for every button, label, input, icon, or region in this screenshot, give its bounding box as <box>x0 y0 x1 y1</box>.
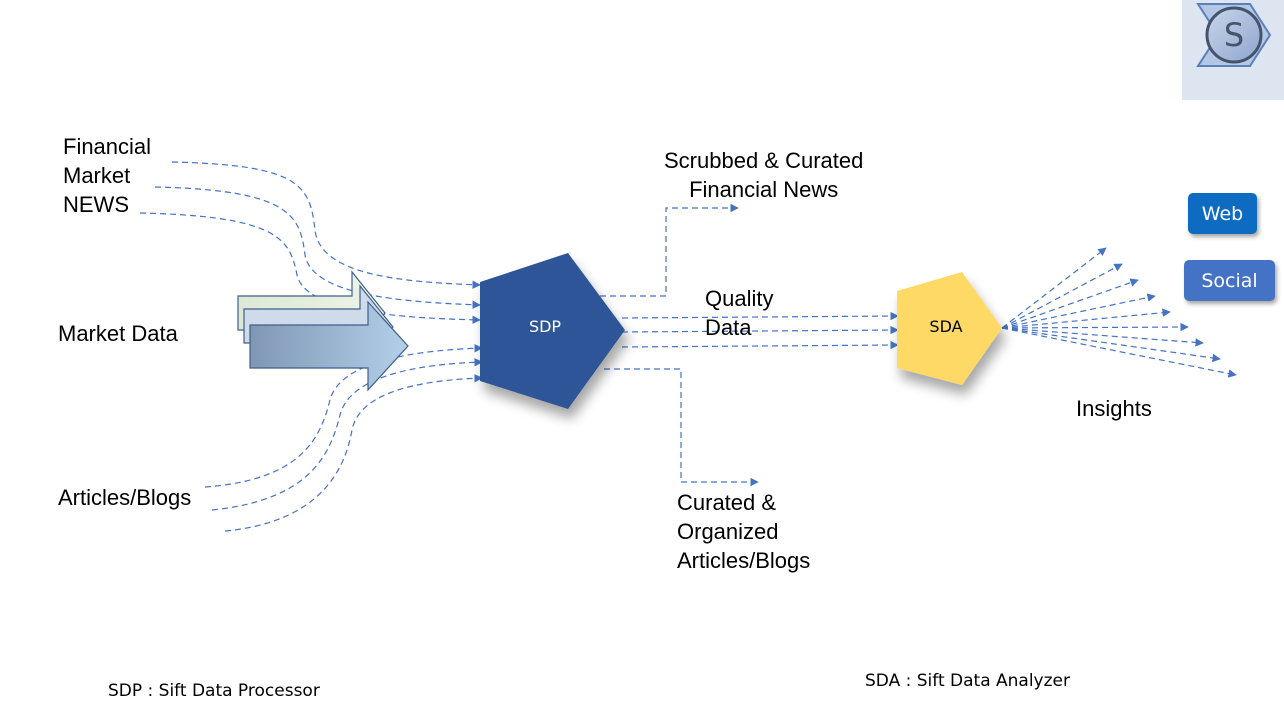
sdp-label: SDP <box>529 317 561 336</box>
social-channel: Social <box>1184 260 1275 301</box>
articles-output-line-1: Curated & <box>677 490 777 515</box>
insight-line-7 <box>1001 327 1204 347</box>
insight-line-1 <box>1001 247 1107 329</box>
articles-output-line <box>604 368 759 487</box>
insights-label: Insights <box>1076 396 1152 421</box>
news-source-line-1: Financial <box>63 134 152 159</box>
web-channel: Web <box>1188 193 1257 234</box>
market-data-label: Market Data <box>58 321 178 346</box>
articles-flow-line-1 <box>204 344 483 488</box>
articles-output-label: Curated & Organized Articles/Blogs <box>677 488 810 575</box>
sdp-node: SDP <box>480 253 625 409</box>
insight-line-3 <box>1001 278 1139 329</box>
news-flow-line-3 <box>139 212 481 325</box>
insight-line-9 <box>1001 327 1237 378</box>
quality-line-3 <box>621 340 899 350</box>
news-output-line-2: Financial News <box>689 177 839 202</box>
logo-letter: S <box>1224 16 1244 54</box>
news-output-line <box>600 203 739 297</box>
market-data-arrows <box>237 270 409 392</box>
news-source-line-3: NEWS <box>63 192 129 217</box>
insight-line-5 <box>1001 308 1171 329</box>
sda-label: SDA <box>929 317 962 336</box>
news-flow-line-1 <box>171 161 481 289</box>
quality-line-1 <box>621 311 899 321</box>
sda-node: SDA <box>897 272 1002 385</box>
sdp-legend: SDP : Sift Data Processor <box>108 681 320 701</box>
articles-output-line-3: Articles/Blogs <box>677 548 811 573</box>
news-output-line-1: Scrubbed & Curated <box>664 148 864 173</box>
articles-output-line-2: Organized <box>677 519 779 544</box>
news-output-label: Scrubbed & Curated Financial News <box>664 146 863 204</box>
news-source-label: Financial Market NEWS <box>63 132 151 219</box>
insight-line-2 <box>1001 263 1123 329</box>
sda-legend: SDA : Sift Data Analyzer <box>865 671 1070 691</box>
insight-line-8 <box>1001 327 1221 363</box>
news-flow-line-2 <box>154 186 481 309</box>
articles-source-label: Articles/Blogs <box>58 485 192 510</box>
news-source-line-2: Market <box>63 163 131 188</box>
articles-flow-line-3 <box>224 374 483 532</box>
insight-line-4 <box>1001 293 1156 329</box>
quality-data-line-2: Data <box>705 315 752 340</box>
insight-line-6 <box>1001 322 1189 332</box>
quality-data-line-1: Quality <box>705 286 774 311</box>
quality-data-label: Quality Data <box>705 284 773 342</box>
quality-line-2 <box>621 325 899 335</box>
logo: S <box>1182 0 1284 100</box>
articles-flow-line-2 <box>211 358 483 511</box>
